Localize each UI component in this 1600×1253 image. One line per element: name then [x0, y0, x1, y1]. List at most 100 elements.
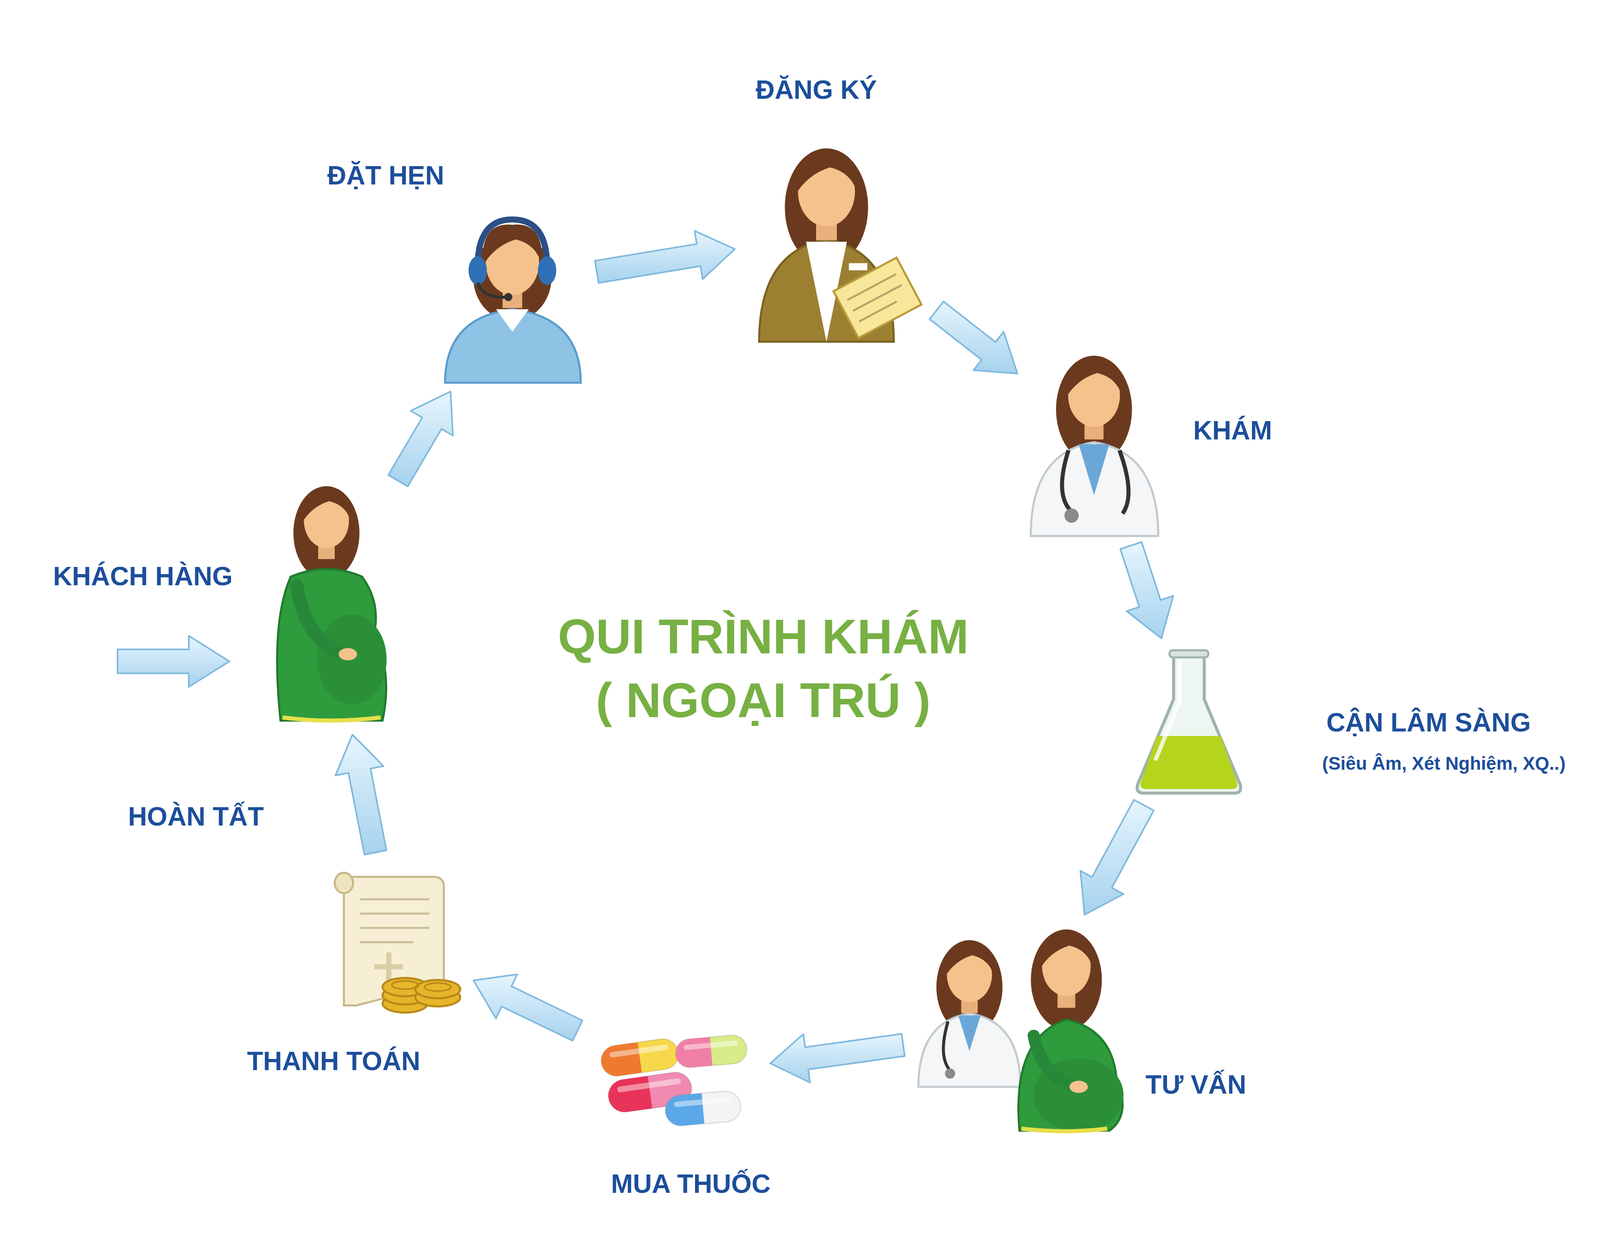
step-icon [321, 862, 465, 1021]
icon-part [391, 980, 419, 989]
icon-part [853, 285, 902, 312]
icon-part [1140, 735, 1238, 789]
icon-part [616, 1077, 682, 1093]
process-step: THANH TOÁN [321, 862, 465, 1021]
icon-part [609, 1043, 669, 1058]
step-icon [913, 923, 1133, 1133]
step-icon [260, 479, 393, 725]
icon-part [415, 979, 461, 998]
process-step: KHÁCH HÀNG [260, 479, 393, 725]
icon-part [1064, 508, 1079, 523]
icon-part [317, 614, 387, 704]
icon-part [360, 912, 430, 915]
icon-part [599, 1036, 681, 1078]
icon-part [1065, 358, 1123, 399]
icon-part [1169, 650, 1209, 658]
icon-part [958, 1015, 981, 1052]
icon-part [1069, 1080, 1088, 1093]
icon-part [663, 1089, 743, 1127]
diagram-title: QUI TRÌNH KHÁM ( NGOẠI TRÚ ) [546, 604, 980, 733]
icon-part [606, 1075, 653, 1115]
icon-part [1021, 1128, 1107, 1131]
process-step: CẬN LÂM SÀNG(Siêu Âm, Xét Nghiệm, XQ..) [1132, 648, 1246, 796]
icon-part [833, 257, 922, 339]
icon-part [918, 1013, 1021, 1087]
icon-part [537, 256, 557, 285]
edge-label: HOÀN TẤT [123, 799, 268, 834]
icon-part [674, 1033, 749, 1069]
entry-arrow [117, 635, 230, 687]
icon-part [1039, 932, 1094, 970]
icon-part [374, 951, 404, 981]
icon-part [495, 309, 529, 332]
flow-arrow [929, 301, 1018, 374]
step-icon [744, 122, 929, 342]
icon-part [673, 1096, 732, 1107]
icon-part [424, 982, 452, 991]
icon-part [683, 1039, 739, 1050]
icon-part [360, 897, 430, 900]
icon-part [282, 717, 381, 721]
icon-part [477, 282, 507, 298]
icon-part [674, 1036, 713, 1069]
icon-part [599, 1036, 681, 1078]
icon-part [1137, 653, 1241, 794]
step-icon [586, 1020, 761, 1133]
icon-part [663, 1089, 743, 1127]
flow-arrow [770, 1033, 905, 1083]
step-icon [438, 188, 587, 383]
icon-part [296, 585, 346, 655]
icon-part [663, 1092, 705, 1127]
icon-part [1030, 441, 1158, 536]
icon-part [847, 274, 897, 300]
process-step: ĐĂNG KÝ [744, 122, 929, 342]
process-step: ĐẶT HẸN [438, 188, 587, 383]
step-label: CẬN LÂM SÀNG [1326, 707, 1531, 738]
icon-part [1078, 443, 1110, 495]
process-step: TƯ VẤN [913, 923, 1133, 1133]
flow-arrow [595, 231, 735, 284]
step-label: ĐĂNG KÝ [755, 74, 877, 106]
icon-part [944, 1068, 956, 1079]
icon-part [360, 926, 430, 929]
flow-arrow [1120, 542, 1174, 639]
icon-part [293, 485, 360, 580]
step-icon [1132, 648, 1246, 796]
process-step: MUA THUỐC [586, 1020, 761, 1133]
icon-part [795, 151, 858, 196]
icon-part [1061, 450, 1072, 512]
icon-part [1155, 660, 1180, 761]
icon-part [943, 1021, 950, 1071]
icon-part [444, 309, 581, 383]
process-step: KHÁM [1025, 331, 1164, 536]
icon-part [301, 488, 352, 524]
step-label: KHÁCH HÀNG [52, 561, 233, 592]
icon-part [338, 648, 358, 661]
icon-part [468, 256, 487, 285]
step-label: THANH TOÁN [246, 1045, 421, 1077]
flow-arrow [473, 974, 583, 1041]
step-label: ĐẶT HẸN [327, 160, 445, 191]
icon-part [599, 1041, 643, 1078]
icon-part [334, 872, 353, 893]
flow-arrow [335, 734, 387, 855]
icon-part [848, 263, 868, 271]
icon-part [1119, 450, 1129, 514]
icon-part [944, 942, 995, 978]
step-label: MUA THUỐC [611, 1168, 771, 1199]
icon-part [504, 292, 513, 301]
step-label: KHÁM [1193, 415, 1273, 446]
step-sublabel: (Siêu Âm, Xét Nghiệm, XQ..) [1322, 752, 1566, 774]
step-icon [1025, 331, 1164, 536]
flow-arrow [388, 391, 453, 487]
icon-part [1033, 1035, 1077, 1087]
icon-part [360, 940, 414, 943]
flow-arrow [1080, 799, 1154, 915]
icon-part [1030, 929, 1102, 1031]
icon-part [477, 219, 547, 267]
icon-part [833, 257, 922, 339]
icon-part [482, 224, 543, 266]
step-label: TƯ VẤN [1145, 1069, 1247, 1100]
icon-part [674, 1033, 749, 1069]
